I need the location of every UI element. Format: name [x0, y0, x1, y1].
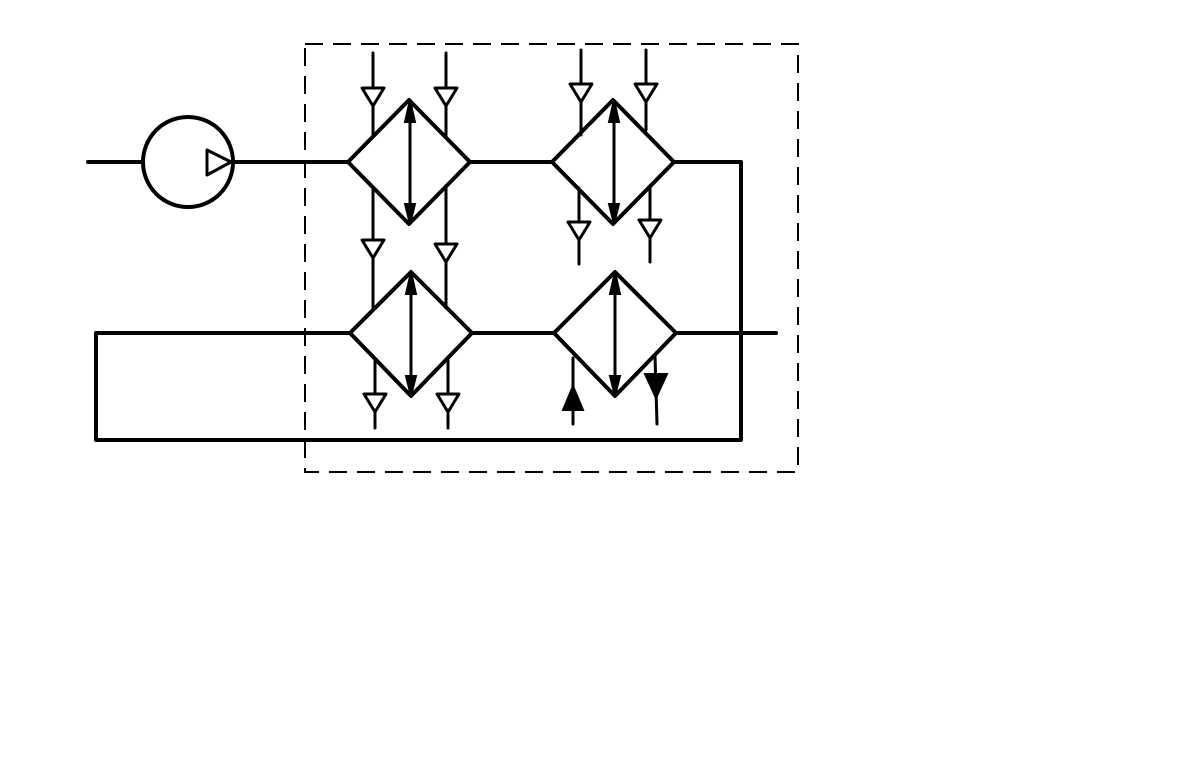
solid-flow-arrows	[561, 354, 669, 426]
flow-arrows	[360, 48, 663, 430]
arrow-down-icon	[643, 373, 669, 401]
flow-arrow-icon	[360, 86, 386, 108]
flow-arrow-icon	[637, 218, 663, 240]
right-riser	[94, 160, 743, 442]
flow-arrow-icon	[633, 82, 659, 104]
flow-arrow-icon	[360, 238, 386, 260]
flow-arrow-icon	[568, 82, 594, 104]
heat-exchanger-top-left	[346, 98, 472, 226]
flow-arrow-icon	[435, 392, 461, 414]
pipe-lines	[94, 160, 778, 442]
component-boundary	[304, 43, 799, 473]
flow-arrow-icon	[433, 242, 459, 264]
flow-arrow-icon	[433, 86, 459, 108]
pump-symbol	[86, 115, 235, 209]
heat-exchanger-bottom-left	[348, 270, 474, 398]
heat-exchanger-top-right	[550, 98, 676, 226]
flow-arrow-icon	[362, 392, 388, 414]
heat-exchanger-bottom-right	[552, 270, 678, 398]
flow-arrow-icon	[566, 220, 592, 242]
arrow-up-icon	[561, 383, 585, 411]
